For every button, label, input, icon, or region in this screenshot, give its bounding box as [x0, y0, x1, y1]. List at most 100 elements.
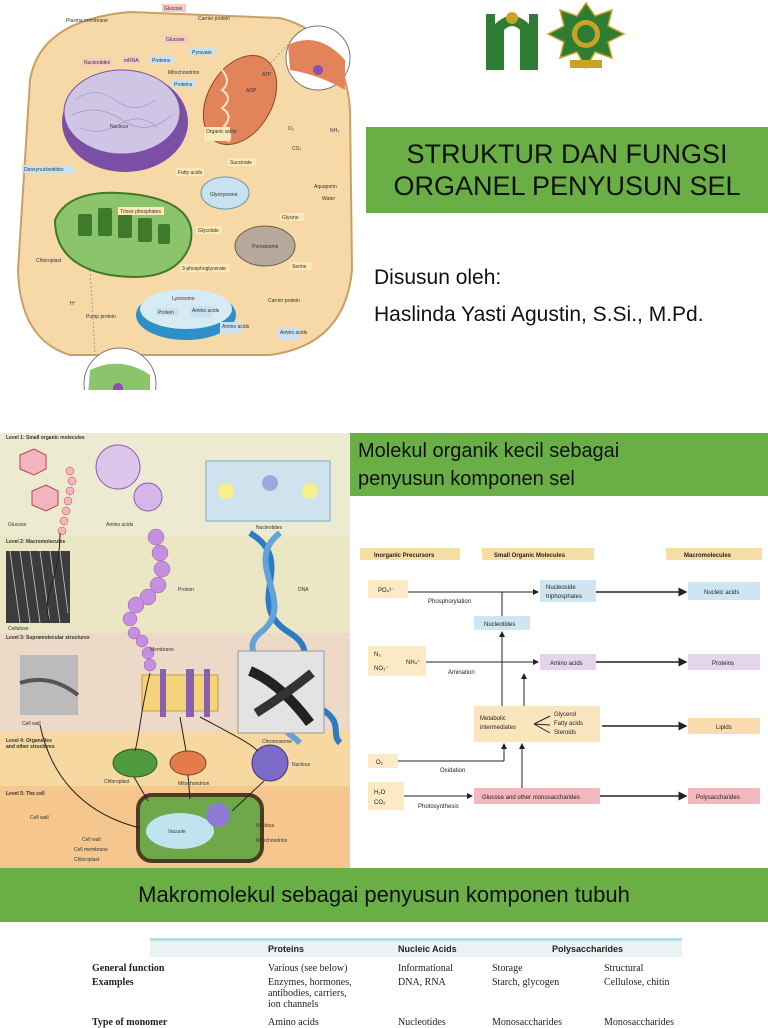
label-co2: CO₂ [292, 146, 302, 152]
membrane-label: Membrane [150, 647, 174, 653]
title-banner: STRUKTUR DAN FUNGSI ORGANEL PENYUSUN SEL [366, 127, 768, 213]
cell-membrane-label: Cell membrane [74, 847, 108, 853]
level-2-label: Level 2: Macromolecules [6, 539, 66, 545]
level-4-label: Level 4: Organelles and other structures [6, 738, 55, 750]
row-label-monomer: Type of monomer [92, 1017, 168, 1028]
label-glycine: Glycine [282, 215, 299, 221]
level-5-label: Level 5: The cell [6, 791, 45, 797]
label-glyoxysome: Glyoxysome [210, 192, 238, 198]
label-mitochondrion: Mitochondrion [168, 70, 200, 76]
author-name: Haslinda Yasti Agustin, S.Si., M.Pd. [374, 303, 704, 326]
label-glucose-top: Glucose [164, 6, 183, 12]
cell-general-nucleic: Informational [398, 963, 453, 974]
flow-amino-acids: Amino acids [550, 661, 583, 667]
label-serine: Serine [292, 264, 307, 270]
flow-h2o: H₂O [374, 790, 386, 796]
flow-no3: NO₃⁻ [374, 666, 389, 672]
cell-monomer-nucleic: Nucleotides [398, 1017, 446, 1028]
row-label-examples: Examples [92, 977, 134, 988]
flow-header-inorganic: Inorganic Precursors [374, 553, 435, 559]
mitochondrion-2-label: Mitochondrion [256, 838, 288, 844]
cell-wall-3-label: Cell wall [82, 837, 101, 843]
plant-cell-diagram: Glucose Carrier protein Plasma membrane … [0, 0, 360, 421]
protein-label: Protein [178, 587, 194, 593]
flow-metabolic: Metabolic [480, 716, 506, 722]
label-o2: O₂ [288, 126, 294, 132]
flow-lipids: Lipids [716, 725, 732, 731]
flow-fatty-acids: Fatty acids [554, 721, 583, 727]
label-succinate: Succinate [230, 160, 252, 166]
cell-examples-proteins: Enzymes, hormones, antibodies, carriers,… [268, 977, 352, 1010]
title-line-2: ORGANEL PENYUSUN SEL [393, 171, 741, 201]
cell-general-storage: Storage [492, 963, 523, 974]
label-nucleotides: Nucleotides [84, 60, 111, 66]
dna-label: DNA [298, 587, 309, 593]
flow-proteins: Proteins [712, 661, 734, 667]
flow-phosphorylation: Phosphorylation [428, 599, 471, 605]
label-fatty-acids: Fatty acids [178, 170, 203, 176]
label-adp: ADP [246, 88, 257, 94]
flow-nh4: NH₄⁺ [406, 659, 420, 666]
label-triose-phosphates: Triose phosphates [120, 209, 161, 215]
nucleus-2-label: Nucleus [256, 823, 275, 829]
label-glucose: Glucose [166, 37, 185, 43]
label-organic-acids: Organic acids [206, 129, 237, 135]
molecules-banner-line-2: penyusun komponen sel [358, 468, 575, 490]
nucleus-label: Nucleus [292, 762, 311, 768]
label-atp: ATP [262, 72, 272, 78]
label-amino-acids-3: Amino acids [280, 330, 308, 336]
cell-monomer-structural: Monosaccharides [604, 1017, 674, 1028]
title-line-1: STRUKTUR DAN FUNGSI [406, 139, 728, 169]
label-nucleus: Nucleus [110, 124, 129, 130]
table-header-nucleic-acids: Nucleic Acids [398, 944, 457, 954]
molecular-levels-figure: Level 1: Small organic molecules Level 2… [0, 433, 350, 868]
precursor-flow-diagram: Inorganic Precursors Small Organic Molec… [354, 540, 768, 820]
level-3-label: Level 3: Supramolecular structures [6, 635, 90, 641]
molecules-banner-line-1: Molekul organik kecil sebagai [358, 440, 620, 462]
label-glycolate: Glycolate [198, 228, 219, 234]
macromolecule-table: Proteins Nucleic Acids Polysaccharides G… [92, 930, 692, 1028]
label-protein: Protein [158, 310, 174, 316]
cell-general-proteins: Various (see below) [268, 963, 348, 974]
flow-oxidation: Oxidation [440, 768, 465, 774]
label-peroxisome: Peroxisome [252, 244, 279, 250]
label-water: Water [322, 196, 335, 202]
author-label: Disusun oleh: [374, 266, 502, 289]
label-mrna: mRNA [124, 58, 139, 64]
flow-o2: O₂ [376, 760, 384, 766]
flow-nucleic-acids: Nucleic acids [704, 590, 739, 596]
glucose-label: Glucose [8, 522, 27, 528]
flow-n2: N₂ [374, 652, 381, 658]
label-nh3: NH₃ [330, 128, 339, 134]
flow-glucose: Glucose and other monosaccharides [482, 795, 580, 801]
label-amino-acids: Amino acids [192, 308, 220, 314]
chloroplast-label: Chloroplast [104, 779, 130, 785]
flow-amination: Amination [448, 670, 475, 676]
label-pump-protein: Pump protein [86, 314, 116, 320]
cell-examples-storage: Starch, glycogen [492, 977, 560, 988]
label-phosphoglycerate: 3-phosphoglycerate [182, 266, 226, 272]
table-header-proteins: Proteins [268, 944, 305, 954]
cell-examples-structural: Cellulose, chitin [604, 977, 670, 988]
flow-photosynthesis: Photosynthesis [418, 804, 459, 810]
flow-header-macromolecules: Macromolecules [684, 553, 732, 559]
label-h-plus: H⁺ [70, 301, 77, 307]
cell-wall-label: Cell wall [22, 721, 41, 727]
flow-intermediates: intermediates [480, 725, 516, 731]
label-pyruvate: Pyruvate [192, 50, 212, 56]
flow-nucleoside: Nucleoside [546, 585, 576, 591]
cell-examples-nucleic: DNA, RNA [398, 977, 446, 988]
label-chloroplast: Chloroplast [36, 258, 62, 264]
label-amino-acids-2: Amino acids [222, 324, 250, 330]
label-proteins-2: Proteins [174, 82, 193, 88]
flow-steroids: Steroids [554, 730, 576, 736]
label-carrier-protein: Carrier protein [198, 16, 230, 22]
level-1-label: Level 1: Small organic molecules [6, 435, 85, 441]
flow-triphosphates: triphosphates [546, 594, 582, 600]
flow-glycerol: Glycerol [554, 712, 576, 718]
molecules-banner: Molekul organik kecil sebagai penyusun k… [350, 433, 768, 496]
table-header-polysaccharides: Polysaccharides [552, 944, 624, 954]
flow-po4: PO₄³⁻ [378, 588, 394, 594]
label-deoxynucleotides: Deoxynucleotides [24, 167, 64, 173]
kemenag-logo [546, 1, 626, 74]
